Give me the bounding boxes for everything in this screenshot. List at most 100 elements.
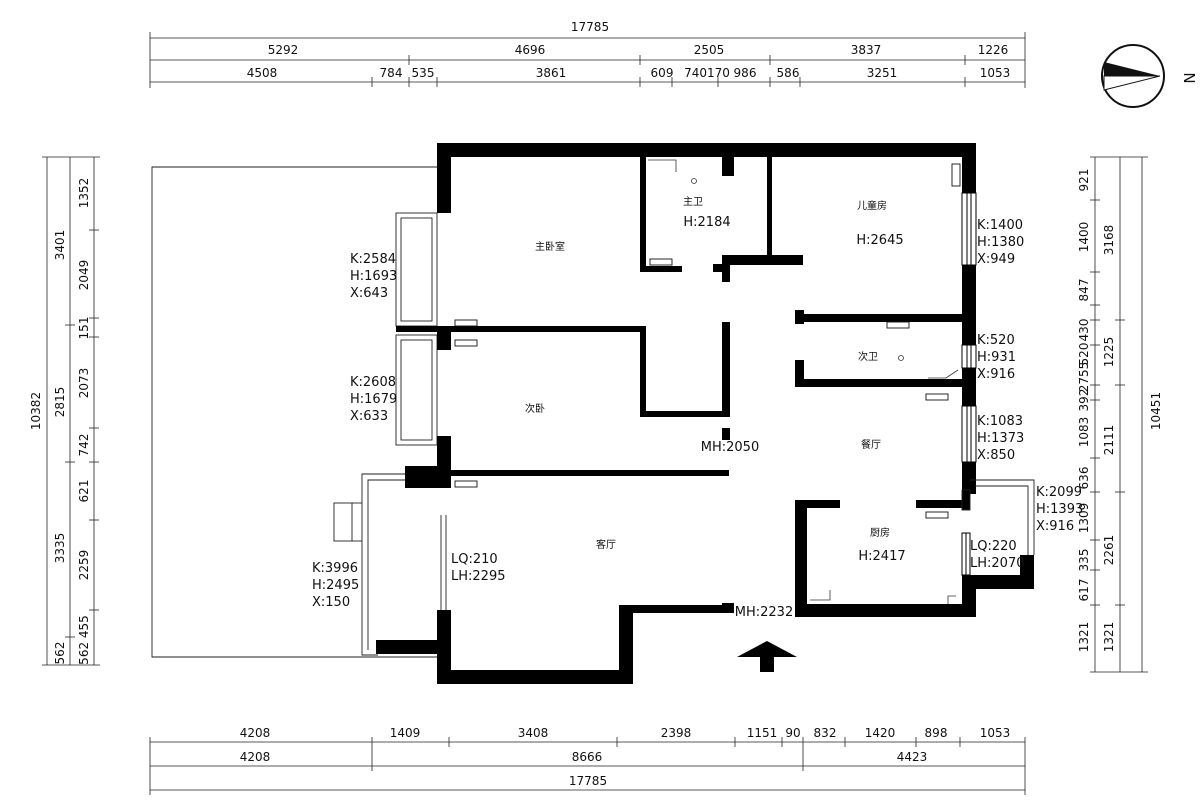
right-dim: 2755 <box>1077 362 1091 393</box>
top-dim: 740170 <box>684 66 730 80</box>
right-dim: 520 <box>1077 343 1091 366</box>
window-spec-8: K:2099 H:1393 X:916 <box>1036 485 1083 534</box>
right-dim: 847 <box>1077 279 1091 302</box>
bottom-dim: 3408 <box>518 726 549 740</box>
bottom-total-dim: 17785 <box>569 774 607 788</box>
window-spec-line: K:1083 <box>977 414 1023 429</box>
window-spec-line: LH:2070 <box>970 556 1024 571</box>
window-spec-line: X:643 <box>350 286 388 301</box>
window-spec-line: H:2495 <box>312 578 359 593</box>
window-spec-line: H:931 <box>977 350 1016 365</box>
fixtures <box>648 159 959 604</box>
entry-door-height: MH:2232 <box>735 605 793 620</box>
window-spec-line: H:1693 <box>350 269 397 284</box>
bottom-dim: 2398 <box>661 726 692 740</box>
kids-room-height: H:2645 <box>856 233 903 248</box>
window-spec-line: LH:2295 <box>451 569 505 584</box>
right-dim: 1400 <box>1077 222 1091 253</box>
right-windows <box>961 192 977 576</box>
kitchen-bay-window <box>961 479 1035 555</box>
top-dim: 986 <box>734 66 757 80</box>
window-spec-line: K:2584 <box>350 252 396 267</box>
top-total-dim: 17785 <box>571 20 609 34</box>
window-spec-line: X:150 <box>312 595 350 610</box>
window-spec-7: K:1083 H:1373 X:850 <box>977 414 1024 463</box>
window-spec-line: H:1393 <box>1036 502 1083 517</box>
room-label-kitchen: 厨房 <box>870 526 890 539</box>
room-label-dining: 餐厅 <box>861 438 881 451</box>
master-bath-height: H:2184 <box>683 215 730 230</box>
left-dim: 742 <box>77 434 91 457</box>
bottom-dim: 8666 <box>572 750 603 764</box>
left-dim: 2049 <box>77 260 91 291</box>
bottom-dim: 832 <box>814 726 837 740</box>
right-dim: 430 <box>1077 319 1091 342</box>
window-spec-1: K:2584 H:1693 X:643 <box>350 252 397 301</box>
balcony <box>151 166 437 658</box>
window-spec-line: K:3996 <box>312 561 358 576</box>
top-dim: 4696 <box>515 43 546 57</box>
right-dim: 1225 <box>1102 337 1116 368</box>
top-dim: 4508 <box>247 66 278 80</box>
window-spec-9: LQ:220 LH:2070 <box>970 539 1024 571</box>
left-dim: 621 <box>77 480 91 503</box>
room-label-kids-room: 儿童房 <box>857 199 887 212</box>
bottom-dim: 90 <box>785 726 800 740</box>
bottom-dim: 1151 <box>747 726 778 740</box>
window-spec-line: H:1380 <box>977 235 1024 250</box>
window-spec-2: K:2608 H:1679 X:633 <box>350 375 397 424</box>
room-label-second-bath: 次卫 <box>858 350 878 363</box>
left-dim: 562 455 <box>77 615 91 665</box>
left-dim: 3335 <box>53 533 67 564</box>
left-window-frames <box>333 212 447 656</box>
top-dim: 3251 <box>867 66 898 80</box>
bottom-dim: 1053 <box>980 726 1011 740</box>
left-dim: 151 <box>77 317 91 340</box>
right-dim: 1321 <box>1102 622 1116 653</box>
left-dim: 2073 <box>77 368 91 399</box>
top-dim: 586 <box>777 66 800 80</box>
bottom-dim: 4423 <box>897 750 928 764</box>
bottom-dim: 4208 <box>240 750 271 764</box>
corridor-door-height: MH:2050 <box>701 440 759 455</box>
top-dim: 1226 <box>978 43 1009 57</box>
top-dim: 609 <box>651 66 674 80</box>
room-label-living: 客厅 <box>596 538 616 551</box>
compass-icon <box>1101 44 1165 108</box>
top-dim: 3837 <box>851 43 882 57</box>
window-spec-line: K:2608 <box>350 375 396 390</box>
top-dim: 3861 <box>536 66 567 80</box>
walls <box>376 143 1034 684</box>
window-spec-line: LQ:220 <box>970 539 1017 554</box>
room-label-master-bath: 主卫 <box>683 196 703 208</box>
left-dim: 3401 <box>53 230 67 261</box>
window-spec-line: H:1373 <box>977 431 1024 446</box>
window-spec-line: K:520 <box>977 333 1015 348</box>
room-label-second-bedroom: 次卧 <box>525 402 545 415</box>
entry-arrow-icon <box>737 641 797 672</box>
left-dim: 562 <box>53 642 67 665</box>
left-dim: 1352 <box>77 178 91 209</box>
right-dim: 2261 <box>1102 535 1116 566</box>
right-dim: 2111 <box>1102 425 1116 456</box>
left-total-dim: 10382 <box>29 392 43 430</box>
window-spec-6: K:520 H:931 X:916 <box>977 333 1016 382</box>
window-spec-line: K:2099 <box>1036 485 1082 500</box>
window-spec-line: X:850 <box>977 448 1015 463</box>
top-dim: 2505 <box>694 43 725 57</box>
window-spec-4: LQ:210 LH:2295 <box>451 552 505 584</box>
window-spec-line: X:633 <box>350 409 388 424</box>
right-dim: 3168 <box>1102 225 1116 256</box>
right-dim: 636 <box>1077 467 1091 490</box>
right-total-dim: 10451 <box>1149 392 1163 430</box>
bottom-dim: 1420 <box>865 726 896 740</box>
window-spec-5: K:1400 H:1380 X:949 <box>977 218 1024 267</box>
bottom-dim: 1409 <box>390 726 421 740</box>
right-dimensions <box>1090 156 1148 673</box>
radiator-icons <box>454 163 961 519</box>
window-spec-line: X:916 <box>977 367 1015 382</box>
bottom-dim: 898 <box>925 726 948 740</box>
left-dim: 2259 <box>77 550 91 581</box>
top-dim: 535 <box>412 66 435 80</box>
